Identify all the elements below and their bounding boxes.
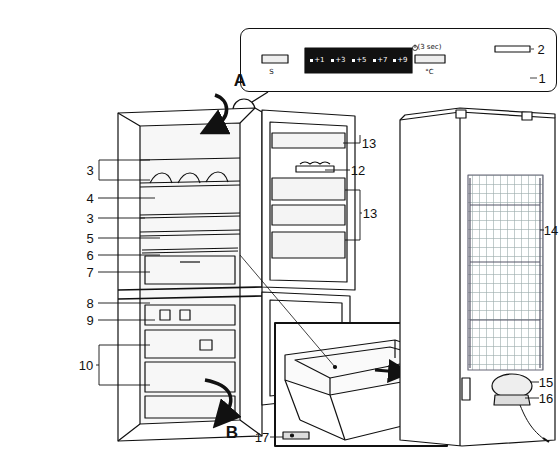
panel-text: +9 xyxy=(397,57,407,64)
callout-number: 3 xyxy=(86,212,93,225)
panel-text: °C xyxy=(425,69,433,76)
indicator xyxy=(495,46,530,52)
callout-number: 15 xyxy=(539,376,553,389)
display xyxy=(305,48,412,73)
callout-number: 1 xyxy=(538,72,545,85)
callout-number: 7 xyxy=(86,266,93,279)
callout-number: 10 xyxy=(79,359,93,372)
control-panel: S +1 +3 +5 +7 +9 (3 sec) °C xyxy=(240,28,557,92)
callout-number: 9 xyxy=(86,314,93,327)
panel-text: +5 xyxy=(356,57,366,64)
callout-number: 12 xyxy=(351,164,365,177)
callout-number: 8 xyxy=(86,297,93,310)
callout-number: 5 xyxy=(86,232,93,245)
panel-text: S xyxy=(269,69,273,76)
button xyxy=(262,55,288,63)
panel-text: +7 xyxy=(377,57,387,64)
callout-number: 6 xyxy=(86,249,93,262)
panel-text: +3 xyxy=(335,57,345,64)
callout-number: 13 xyxy=(363,207,377,220)
callout-number: 13 xyxy=(362,137,376,150)
callout-number: 16 xyxy=(539,392,553,405)
callout-number: 17 xyxy=(255,431,269,444)
panel-text: +1 xyxy=(314,57,324,64)
callout-number: 3 xyxy=(86,164,93,177)
airflow-letter: A xyxy=(234,72,246,89)
panel-text: (3 sec) xyxy=(417,44,441,51)
callout-number: 4 xyxy=(86,192,93,205)
airflow-letter: B xyxy=(226,424,238,441)
button xyxy=(415,55,445,63)
callout-number: 14 xyxy=(544,224,558,237)
callout-number: 2 xyxy=(537,43,544,56)
